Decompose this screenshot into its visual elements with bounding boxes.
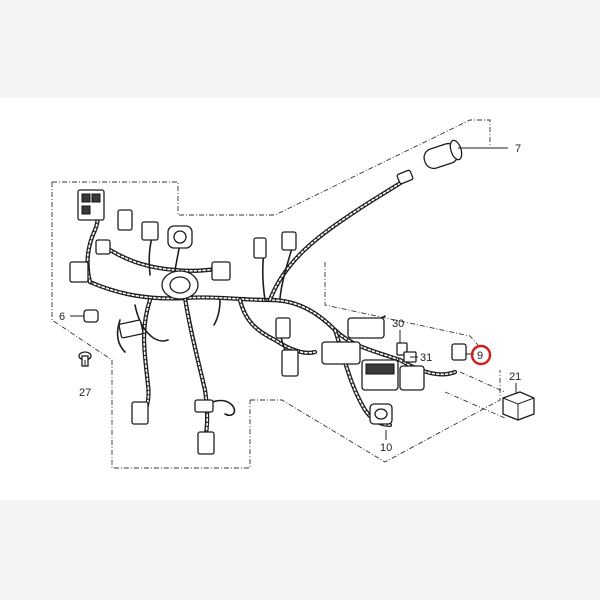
part-7-sleeve [396, 139, 463, 185]
connector-cluster-middle [118, 231, 299, 377]
connector-cluster-bottom [131, 399, 236, 455]
callout-27: 27 [79, 387, 91, 399]
callout-31: 31 [420, 352, 432, 364]
part-9-connector [451, 343, 467, 361]
part-21-relay [502, 391, 535, 421]
callout-30: 30 [392, 318, 404, 330]
callout-7: 7 [515, 143, 521, 155]
part-6-grommet [83, 309, 99, 323]
relay-group-frame [444, 371, 506, 419]
diagram-panel [0, 98, 600, 500]
top-margin-band [0, 0, 600, 98]
callout-6: 6 [59, 311, 65, 323]
callout-9-highlight-ring [470, 344, 492, 366]
callout-21: 21 [509, 371, 521, 383]
harness-group-frame-left [51, 182, 251, 469]
harness-group-frame-right [324, 262, 479, 346]
leader-lines [70, 147, 517, 440]
main-harness [85, 177, 458, 443]
bottom-margin-band [0, 500, 600, 600]
callout-10: 10 [380, 442, 392, 454]
connector-cluster-right [321, 317, 425, 425]
callout-9: 9 [477, 350, 483, 362]
harness-group-frame [52, 119, 491, 216]
connector-cluster-top-left [69, 189, 193, 283]
